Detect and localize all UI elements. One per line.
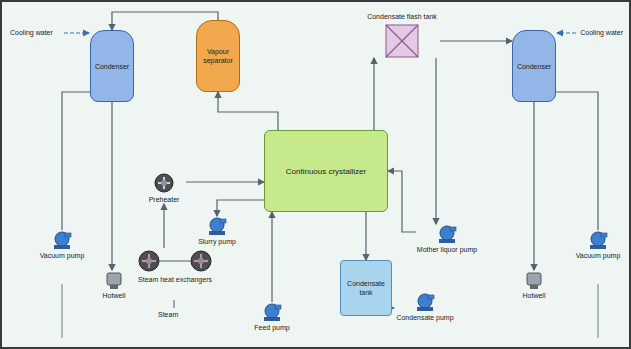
equipment-label: Steam heat exchangers [138, 275, 212, 284]
separator-vessel: Vapour separator [196, 20, 240, 92]
pipe-connector [62, 92, 90, 230]
pump-icon [51, 230, 73, 250]
hx2-icon [125, 248, 225, 274]
crystallizer-vessel: Continuous crystallizer [264, 130, 388, 212]
equipment-label: Condensate flash tank [367, 12, 437, 21]
stream-label: Cooling water [10, 28, 53, 37]
pipe-connector [556, 92, 598, 230]
pump-icon [587, 230, 609, 250]
flash-icon [385, 24, 419, 58]
condenser-vessel: Condenser [90, 30, 134, 102]
pipe-connector [218, 92, 278, 130]
flash-tank: Condensate flash tank [364, 12, 440, 58]
pipe-connector [186, 181, 264, 182]
condenser-vessel: Condenser [512, 30, 556, 102]
pipe-connector [440, 40, 512, 41]
pump-symbol: Condensate pump [394, 292, 456, 322]
stream-label: Steam [158, 310, 178, 319]
equipment-label: Preheater [149, 195, 180, 204]
equipment-label: Condensate tank [343, 279, 389, 297]
pipe-connector [435, 58, 436, 224]
pipe-connector [271, 212, 272, 302]
equipment-label: Hotwell [103, 291, 126, 300]
pump-symbol: Mother liquor pump [416, 224, 478, 254]
pipe-connector [163, 204, 164, 248]
pipe-connector [365, 212, 366, 260]
equipment-label: Continuous crystallizer [286, 167, 366, 176]
hotwell-icon [103, 270, 125, 290]
equipment-label: Vacuum pump [576, 251, 621, 260]
pump-icon [414, 292, 436, 312]
equipment-label: Condenser [517, 62, 551, 71]
pump-symbol: Vacuum pump [32, 230, 92, 260]
hotwell-icon [523, 270, 545, 290]
equipment-label: Slurry pump [198, 237, 236, 246]
pipe-connector [373, 58, 374, 130]
pipe-connector [533, 102, 534, 270]
equipment-label: Vapour separator [199, 47, 237, 65]
heat-exchanger: Preheater [142, 172, 186, 204]
pipe-connector [217, 200, 264, 216]
equipment-label: Condensate pump [396, 313, 453, 322]
pump-icon [206, 216, 228, 236]
pump-symbol: Slurry pump [192, 216, 242, 246]
equipment-label: Hotwell [523, 291, 546, 300]
pump-icon [436, 224, 458, 244]
pipe-connector [111, 102, 112, 270]
hotwell-tank: Hotwell [510, 270, 558, 300]
stream-label: Cooling water [580, 28, 623, 37]
equipment-label: Feed pump [254, 323, 289, 332]
pump-icon [261, 302, 283, 322]
equipment-label: Mother liquor pump [417, 245, 477, 254]
pump-symbol: Vacuum pump [568, 230, 628, 260]
condensate-tank: Condensate tank [340, 260, 392, 316]
heat-exchanger-pair: Steam heat exchangers [120, 248, 230, 284]
pipe-connector [388, 171, 416, 232]
hx-icon [152, 172, 176, 194]
equipment-label: Condenser [95, 62, 129, 71]
pipe-connector [392, 307, 394, 308]
hotwell-tank: Hotwell [92, 270, 136, 300]
equipment-label: Vacuum pump [40, 251, 85, 260]
pump-symbol: Feed pump [250, 302, 294, 332]
